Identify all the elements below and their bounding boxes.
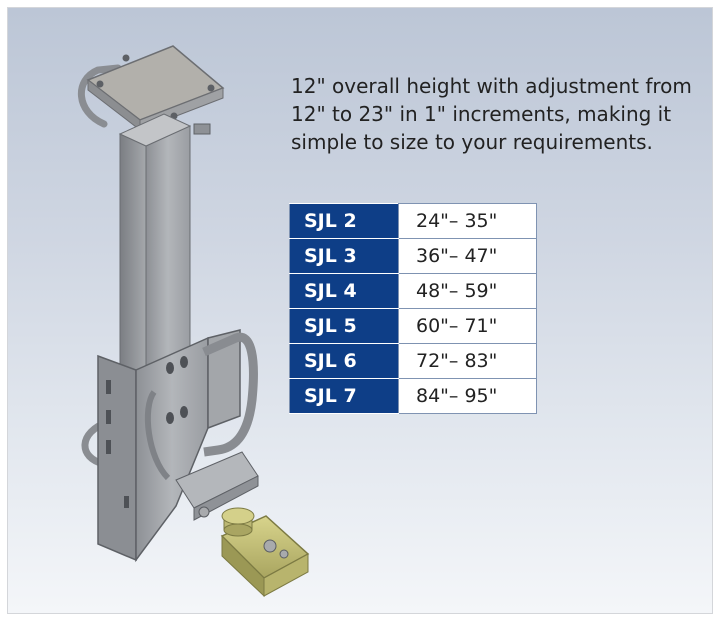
- model-cell: SJL 3: [289, 238, 399, 274]
- height-adjustment-description: 12" overall height with adjustment from …: [291, 74, 692, 154]
- table-row: SJL 4 48"– 59": [289, 273, 537, 309]
- product-panel: 12" overall height with adjustment from …: [7, 7, 713, 614]
- model-cell: SJL 5: [289, 308, 399, 344]
- table-row: SJL 2 24"– 35": [289, 203, 537, 239]
- model-cell: SJL 6: [289, 343, 399, 379]
- model-cell: SJL 2: [289, 203, 399, 239]
- range-cell: 84"– 95": [398, 378, 537, 414]
- table-row: SJL 6 72"– 83": [289, 343, 537, 379]
- range-cell: 36"– 47": [398, 238, 537, 274]
- size-range-table: SJL 2 24"– 35" SJL 3 36"– 47" SJL 4 48"–…: [289, 203, 537, 414]
- trailer-jack-leg-illustration: [78, 45, 310, 598]
- range-cell: 24"– 35": [398, 203, 537, 239]
- range-cell: 72"– 83": [398, 343, 537, 379]
- table-row: SJL 7 84"– 95": [289, 378, 537, 414]
- model-cell: SJL 7: [289, 378, 399, 414]
- range-cell: 48"– 59": [398, 273, 537, 309]
- table-row: SJL 3 36"– 47": [289, 238, 537, 274]
- table-row: SJL 5 60"– 71": [289, 308, 537, 344]
- range-cell: 60"– 71": [398, 308, 537, 344]
- model-cell: SJL 4: [289, 273, 399, 309]
